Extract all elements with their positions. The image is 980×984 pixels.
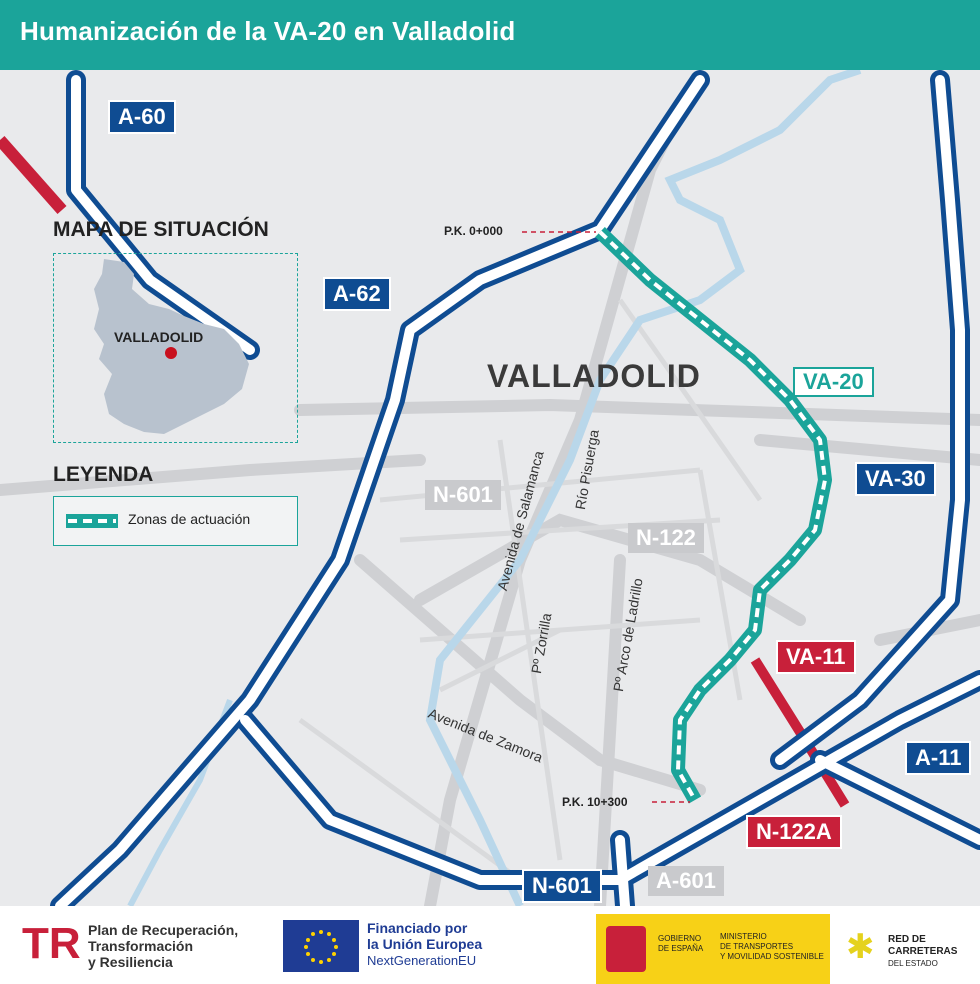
- road-label-a62: A-62: [325, 279, 389, 309]
- road-map: [0, 70, 980, 906]
- legend-title: LEYENDA: [53, 463, 154, 486]
- road-label-n122a: N-122A: [748, 817, 840, 847]
- red-carreteras-star-icon: ✱: [846, 928, 875, 966]
- eu-stars-icon: [304, 930, 338, 964]
- road-label-a60: A-60: [110, 102, 174, 132]
- inset-map-box: VALLADOLID: [53, 253, 298, 443]
- road-label-a601: A-601: [648, 866, 724, 896]
- va20-action-zone: [595, 226, 832, 804]
- legend-item-label: Zonas de actuación: [128, 511, 251, 527]
- prtr-logo-icon: TR: [22, 919, 81, 968]
- header-bar: Humanización de la VA-20 en Valladolid: [0, 0, 980, 70]
- a60-red-segment: [0, 136, 67, 214]
- pk-start-label: P.K. 0+000: [444, 224, 503, 238]
- inset-title: MAPA DE SITUACIÓN: [53, 218, 269, 241]
- road-label-n601-bottom: N-601: [524, 871, 600, 901]
- province-shape: [94, 259, 249, 434]
- river-pisuerga: [425, 70, 862, 906]
- road-label-va30: VA-30: [857, 464, 934, 494]
- eu-flag-icon: [283, 920, 359, 972]
- legend-box: Zonas de actuación: [53, 496, 298, 546]
- inset-city-label: VALLADOLID: [114, 329, 204, 345]
- road-label-a11: A-11: [907, 743, 970, 773]
- road-label-va11: VA-11: [778, 642, 854, 672]
- spain-coat-of-arms-icon: [606, 926, 646, 972]
- page-title: Humanización de la VA-20 en Valladolid: [20, 16, 516, 46]
- road-label-n122: N-122: [628, 523, 704, 553]
- legend-swatch: [66, 514, 118, 528]
- city-name: VALLADOLID: [487, 358, 701, 394]
- ring-roads: [50, 70, 980, 906]
- pk-end-label: P.K. 10+300: [562, 795, 628, 809]
- road-label-n601-top: N-601: [425, 480, 501, 510]
- road-label-va20: VA-20: [793, 367, 874, 397]
